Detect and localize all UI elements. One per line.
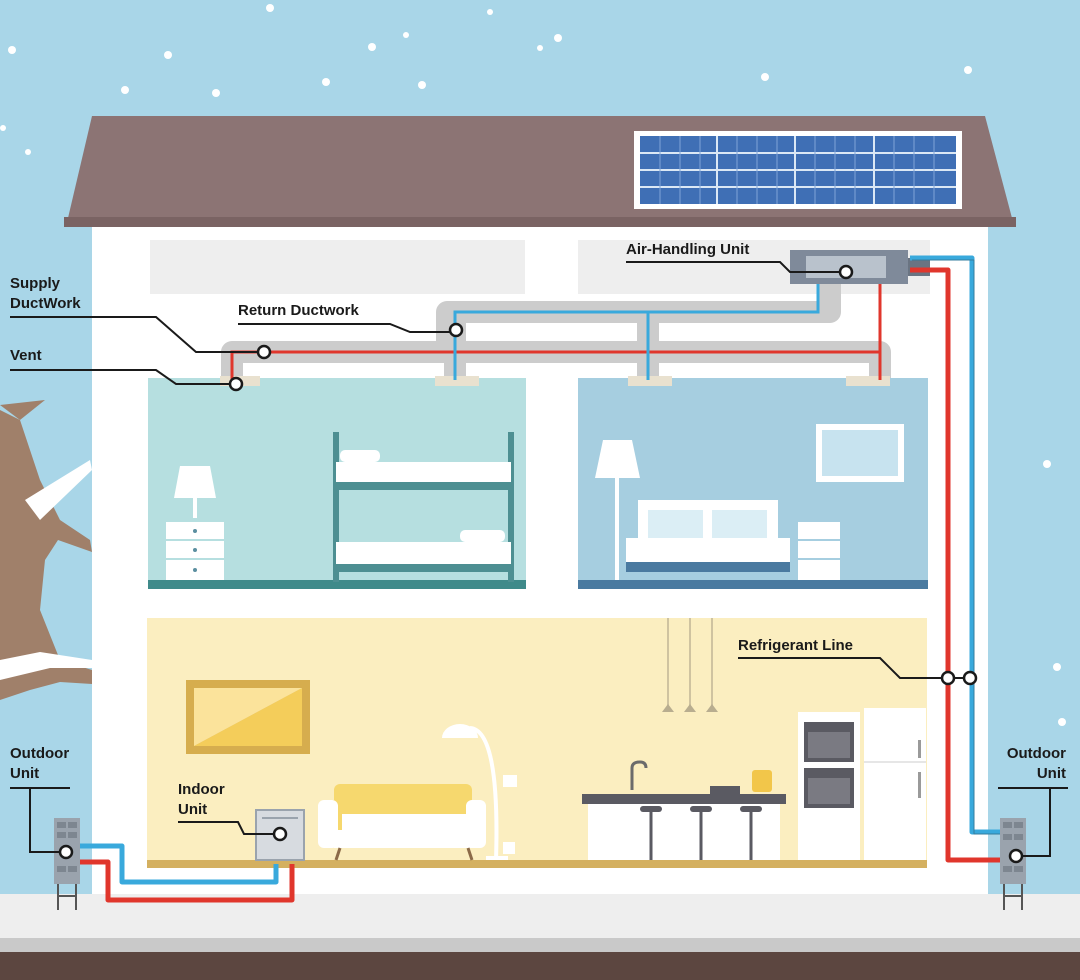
pavement — [0, 938, 1080, 954]
solar-panel — [634, 131, 962, 209]
snowflakes — [0, 4, 1066, 726]
soil — [0, 952, 1080, 980]
refrigerant-line-left — [78, 843, 295, 903]
roof-eave — [64, 217, 1016, 227]
label-return-ductwork: Return Ductwork — [238, 302, 360, 319]
leader-lines — [10, 261, 1068, 857]
label-outdoor-unit-left-2: Unit — [10, 765, 39, 782]
marker-refrigerant-blue — [962, 670, 978, 686]
marker-return-ductwork — [448, 322, 464, 338]
marker-supply-ductwork — [256, 344, 272, 360]
marker-outdoor-right — [1008, 848, 1024, 864]
label-outdoor-unit-right-2: Unit — [1037, 765, 1066, 782]
label-refrigerant-line: Refrigerant Line — [738, 637, 853, 654]
label-supply-ductwork-1: Supply — [10, 275, 61, 292]
outdoor-unit-left — [54, 818, 80, 910]
label-supply-ductwork-2: DuctWork — [10, 295, 81, 312]
master-bedroom — [578, 378, 928, 589]
marker-indoor-unit — [272, 826, 288, 842]
label-outdoor-unit-left-1: Outdoor — [10, 745, 69, 762]
marker-outdoor-left — [58, 844, 74, 860]
attic-panel-left — [150, 240, 525, 294]
bare-tree — [0, 400, 92, 700]
label-indoor-unit-1: Indoor — [178, 781, 225, 798]
label-outdoor-unit-right-1: Outdoor — [1007, 745, 1066, 762]
label-indoor-unit-2: Unit — [178, 801, 207, 818]
outdoor-unit-right — [1000, 818, 1026, 910]
kids-bedroom — [148, 378, 526, 589]
marker-refrigerant-red — [940, 670, 956, 686]
label-air-handling-unit: Air-Handling Unit — [626, 241, 749, 258]
callout-markers — [58, 264, 1024, 864]
marker-air-handling-unit — [838, 264, 854, 280]
marker-vent — [228, 376, 244, 392]
label-vent: Vent — [10, 347, 42, 364]
labels: Supply DuctWork Vent Return Ductwork Air… — [10, 241, 1066, 818]
return-line — [453, 270, 820, 380]
refrigerant-line-right — [910, 255, 1002, 863]
